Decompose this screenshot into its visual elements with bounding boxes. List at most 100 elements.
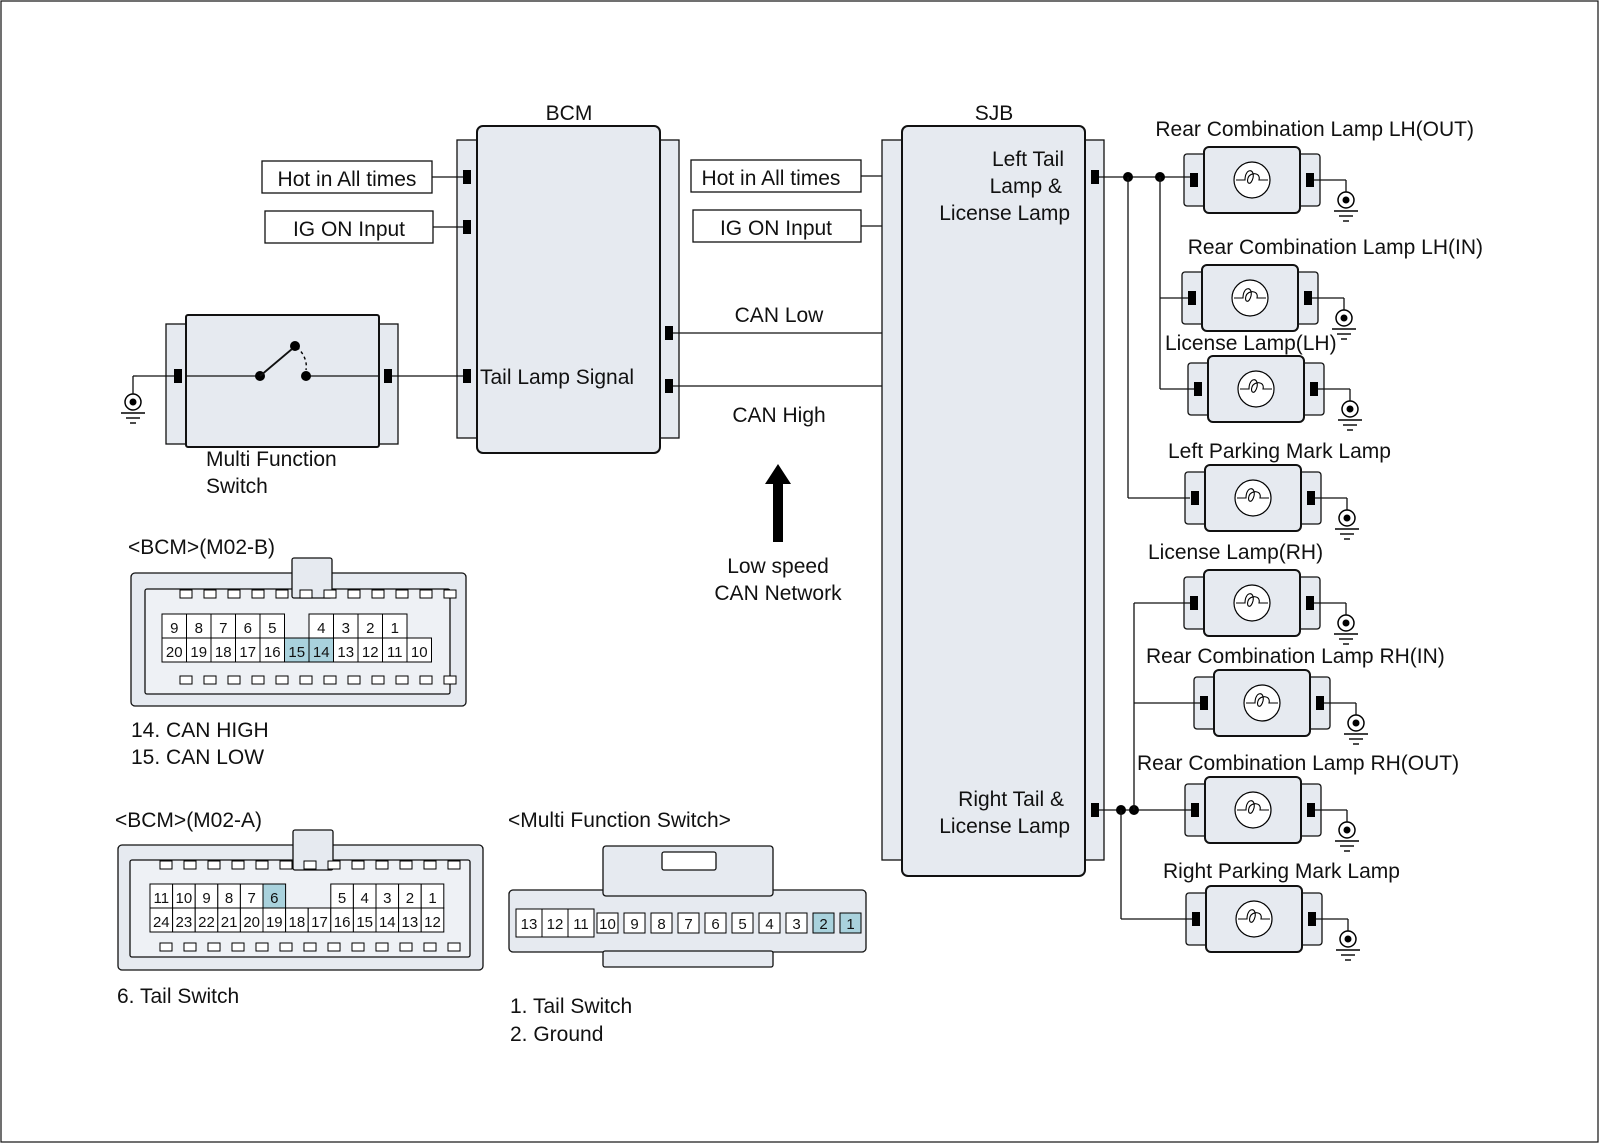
bulb-filament [1234,288,1266,302]
mfs-pin-7: 7 [684,916,692,933]
m02a-pin-15: 15 [356,914,373,931]
terminal-pin [1191,803,1199,817]
m02a-pin-7: 7 [248,890,256,907]
m02a-tooth [183,860,197,870]
m02b-tooth [275,589,289,599]
m02a-tooth [231,942,245,952]
m02b-pin-2: 2 [366,620,374,637]
bcm-side-right [658,139,680,439]
lamp-4-ground-icon [1335,509,1359,540]
m02a-pin-6: 6 [270,890,278,907]
m02b-pin-13: 13 [337,644,354,661]
terminal-pin [665,379,673,393]
m02a-tooth [447,942,461,952]
switch-dashed-path [296,346,307,371]
terminal-pin [1304,291,1312,305]
m02a-tooth [207,860,221,870]
ground-core [129,398,137,406]
junction-dot [301,371,311,381]
m02a-pin-cell [420,907,445,933]
mfs-pin-cell [567,908,595,938]
lamp-2-bulb-icon [1231,279,1269,317]
bcm-tail-signal-label: Tail Lamp Signal [480,366,634,389]
m02b-tooth [203,675,217,685]
m02b-pin-12: 12 [362,644,379,661]
m02a-pin-13: 13 [402,914,419,931]
m02a-tooth [279,942,293,952]
m02b-tooth [227,675,241,685]
lamp-1-ground-icon [1334,191,1358,222]
m02b-pin-5: 5 [268,620,276,637]
sjb-hot-input-label: Hot in All times [702,167,841,190]
sjb-ig-input-box [692,209,862,243]
terminal-pin [1307,803,1315,817]
bulb-filament [1240,379,1272,393]
m02a-tooth [207,942,221,952]
mfs-top-block [602,845,774,897]
mfs-pin-3: 3 [792,916,800,933]
m02a-pin-9: 9 [202,890,210,907]
sjb-left-output-line1: Left Tail [992,148,1064,171]
mfs-pin-cell [650,912,673,934]
m02a-tooth [399,860,413,870]
mfs-pin-cell [677,912,700,934]
terminal-pin [1191,491,1199,505]
terminal-pin [1091,803,1099,817]
mfs-pin-cell [623,912,646,934]
m02a-tooth [327,942,341,952]
can-network-label-line2: CAN Network [714,582,842,605]
m02b-pin-cell [406,637,432,663]
m02b-tooth [347,589,361,599]
lamp-4-bulb-icon [1234,479,1272,517]
mfs-note-2: 2. Ground [510,1023,603,1046]
m02b-pin-cell [357,637,383,663]
terminal-pin [1194,382,1202,396]
lamp-1-bulb-icon [1233,161,1271,199]
bulb-filament [1236,170,1268,184]
mfs-pin-12: 12 [547,916,564,933]
bulb-filament [1237,800,1269,814]
m02a-pin-16: 16 [334,914,351,931]
m02b-pin-18: 18 [215,644,232,661]
lamp-6-label: Rear Combination Lamp RH(IN) [1146,645,1445,668]
hot-input-label: Hot in All times [278,168,417,191]
m02b-pin-4: 4 [317,620,325,637]
mfs-pin-4: 4 [765,916,773,933]
sjb-title: SJB [975,102,1014,125]
m02a-tooth [183,942,197,952]
m02b-pin-cell [210,637,236,663]
m02a-tooth [447,860,461,870]
mfs-pin-cell [515,908,543,938]
m02b-pin-1: 1 [391,620,399,637]
m02b-tooth [323,589,337,599]
m02a-pin-23: 23 [176,914,193,931]
m02a-note-1: 6. Tail Switch [117,985,239,1008]
lamp-8-ground-icon [1336,930,1360,961]
terminal-pin [1188,291,1196,305]
m02a-pin-12: 12 [424,914,441,931]
m02b-pin-cell [235,613,261,639]
m02b-tooth [347,675,361,685]
m02a-pin-4: 4 [361,890,369,907]
m02b-tooth [251,589,265,599]
mfs-pin-11: 11 [573,916,589,933]
m02b-pin-16: 16 [264,644,281,661]
terminal-pin [1192,912,1200,926]
mfs-latch [661,851,717,871]
ground-core [1342,196,1350,204]
m02b-pin-14: 14 [313,644,330,661]
m02a-tooth [279,860,293,870]
m02b-pin-cell [161,637,187,663]
m02a-tooth [303,942,317,952]
can-network-arrow-icon [765,464,791,542]
lamp-7-bulb-icon [1234,791,1272,829]
lamp-3-ground-icon [1338,400,1362,431]
mfs-pin-cell [704,912,727,934]
sjb-left-output-line2: Lamp & [990,175,1062,198]
mfs-pin-cell [812,912,835,934]
terminal-pin [1308,912,1316,926]
mfs-pin-9: 9 [630,916,638,933]
lamp-3-label: License Lamp(LH) [1165,332,1337,355]
mfs-pin-cell [596,912,619,934]
